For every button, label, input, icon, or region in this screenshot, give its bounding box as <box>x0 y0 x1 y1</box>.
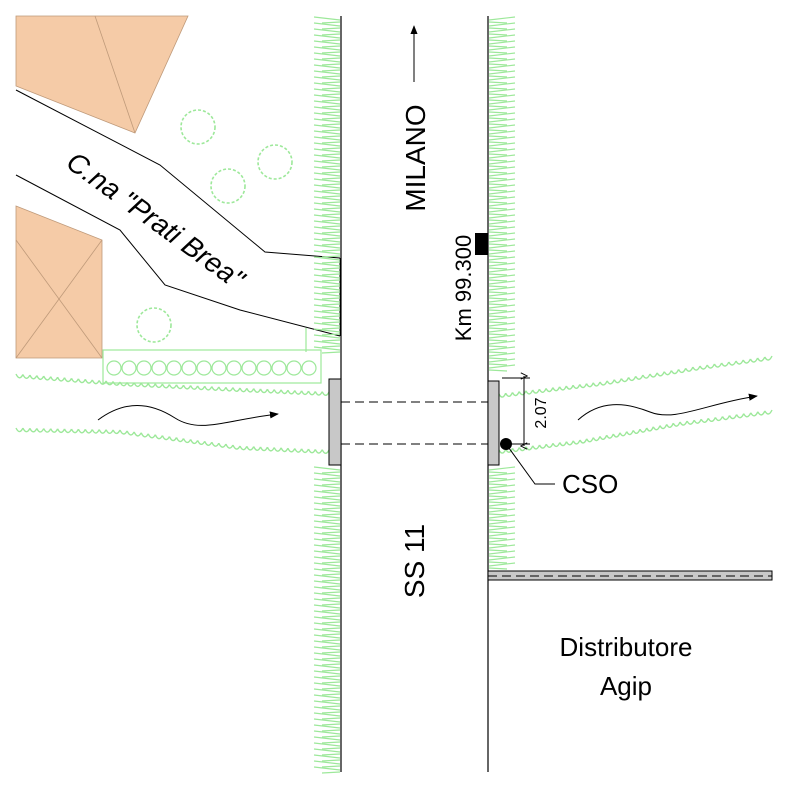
road-label: SS 11 <box>399 524 430 598</box>
building-west <box>15 205 103 359</box>
culvert-width-label: 2.07 <box>533 397 550 428</box>
verge-west-north <box>313 16 341 354</box>
canal-bank-west-bottom <box>15 427 330 455</box>
kilometer-marker-label: Km 99.300 <box>451 235 476 341</box>
canal-bank-east-top <box>498 355 773 398</box>
fuel-station: Distributore Agip <box>487 570 773 701</box>
flow-arrow-icon <box>577 393 758 421</box>
culvert-headwall-east <box>487 380 500 466</box>
canal-banks <box>15 355 773 455</box>
road-verges <box>313 16 516 774</box>
building-north <box>15 15 189 134</box>
building-west-diag-b <box>15 239 103 359</box>
shrub-icon <box>180 109 216 145</box>
culvert-width-dimension: 2.07 <box>502 376 550 446</box>
verge-west-south <box>313 466 341 774</box>
flow-arrow-icon <box>97 405 279 426</box>
fuel-station-label-line2: Agip <box>600 671 652 701</box>
cso-marker: CSO <box>500 438 618 499</box>
direction-label: MILANO <box>400 104 431 211</box>
building-north-ridge <box>94 15 136 134</box>
culvert-headwall-west <box>328 378 342 466</box>
shrub-icon <box>257 144 293 180</box>
canal-bank-west-top <box>15 373 330 397</box>
verge-east-south <box>488 466 516 570</box>
fuel-station-label-line1: Distributore <box>560 632 693 662</box>
buildings <box>15 15 189 359</box>
hedge-strip <box>102 328 322 384</box>
cso-label: CSO <box>562 469 618 499</box>
verge-east-north <box>488 16 516 372</box>
shrub-icon <box>210 168 246 204</box>
culvert <box>328 378 500 466</box>
canal-bank-east-bottom <box>498 409 773 454</box>
shrub-icon <box>136 307 172 343</box>
hedge-scallops <box>106 360 317 376</box>
shrubs <box>136 109 293 343</box>
farm-access-road <box>15 89 341 337</box>
milestone-icon <box>475 233 488 255</box>
